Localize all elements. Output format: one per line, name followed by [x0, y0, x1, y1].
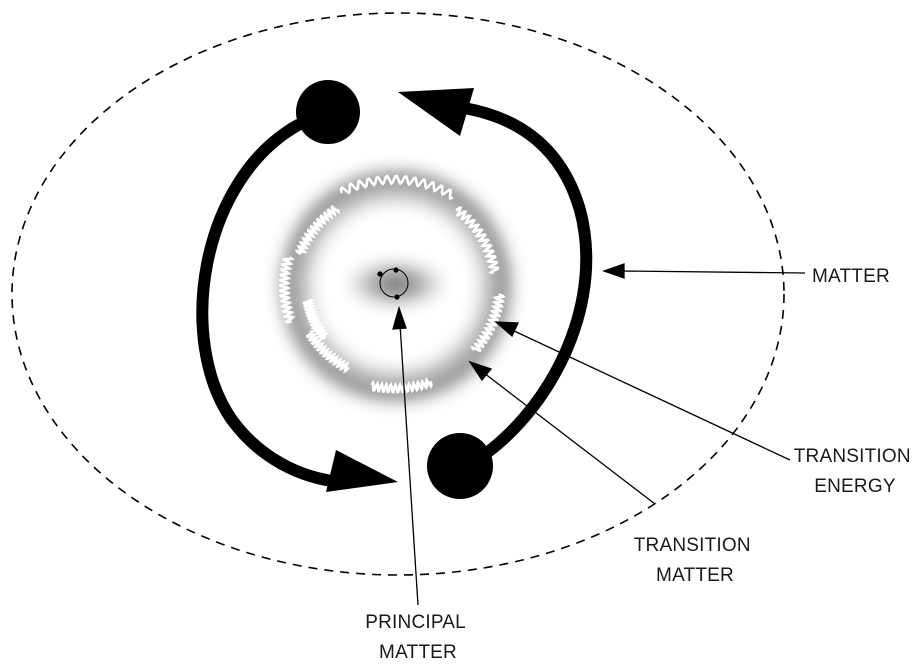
matter-particle-top	[296, 80, 360, 144]
matter-pointer-arrowhead	[604, 264, 624, 278]
principal-matter-label: PRINCIPAL MATTER	[365, 612, 470, 663]
transition-energy-pointer-line	[512, 330, 790, 460]
matter-pointer-line	[620, 271, 805, 273]
left-arc-arrowhead	[326, 450, 398, 492]
transition-matter-label: TRANSITION MATTER	[634, 535, 757, 586]
matter-particle-bottom	[427, 433, 493, 499]
transition-energy-label: TRANSITION ENERGY	[794, 446, 917, 497]
matter-label: MATTER	[812, 266, 890, 287]
principal-matter-haze	[336, 252, 456, 316]
right-arc-arrowhead	[398, 88, 474, 136]
